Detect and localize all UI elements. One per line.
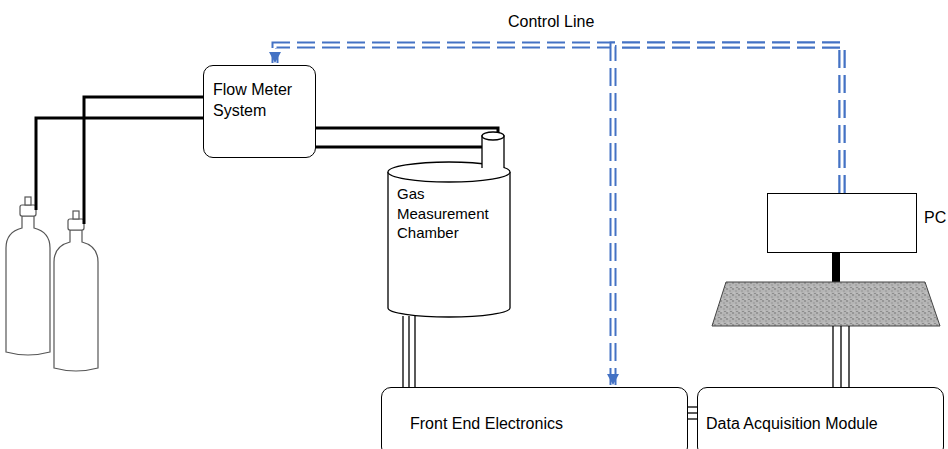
connector (833, 326, 849, 387)
gas-pipe (36, 97, 203, 224)
process-box: Flow Meter System (203, 65, 316, 158)
node-label: Data Acquisition Module (706, 414, 935, 435)
gas-cylinder (54, 211, 98, 371)
process-box: Data Acquisition Module (697, 387, 944, 449)
gas-cylinder (6, 197, 50, 355)
process-box: Front End Electronics (381, 387, 688, 449)
chamber-cylinder: Gas Measurement Chamber (387, 130, 511, 318)
node-label: Front End Electronics (410, 414, 679, 435)
monitor-stand (832, 253, 840, 282)
connector (688, 407, 697, 419)
node-label: Flow Meter System (213, 80, 309, 122)
node-label: Gas Measurement Chamber (397, 184, 501, 243)
pc-monitor: PC (767, 193, 917, 253)
line-label: Control Line (508, 13, 594, 31)
connector (403, 316, 415, 387)
keyboard (712, 282, 940, 326)
pc-label: PC (924, 208, 946, 229)
connector (269, 45, 842, 193)
